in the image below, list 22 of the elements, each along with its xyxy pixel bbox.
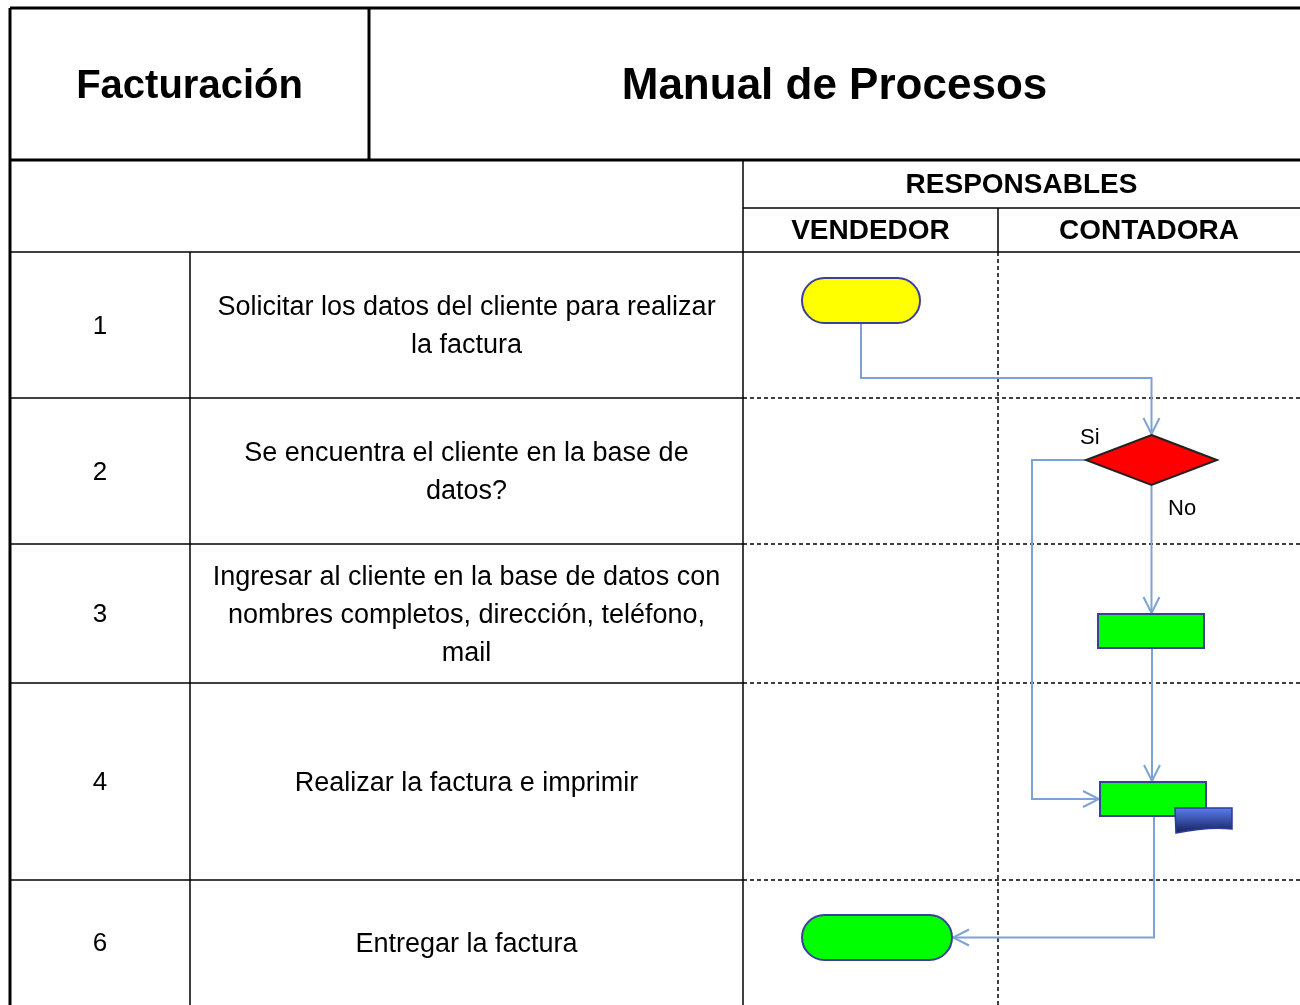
arrow: [1142, 485, 1161, 614]
arrow: [1143, 648, 1161, 782]
step-description: Ingresar al cliente en la base de datos con nombres completos, dirección, teléfono, mail: [211, 559, 722, 669]
step-number: 4: [92, 766, 108, 797]
column-header: CONTADORA: [1059, 214, 1239, 246]
section-title: Facturación: [76, 61, 303, 107]
step-description: Realizar la factura e imprimir: [294, 765, 639, 799]
arrow: [1031, 459, 1100, 808]
step-number: 2: [92, 455, 108, 487]
column-header: VENDEDOR: [791, 214, 950, 246]
arrow: [860, 323, 1161, 435]
step-description: Solicitar los datos del cliente para realizar la factura: [216, 290, 717, 361]
step-number: 6: [92, 927, 108, 958]
process-box: [1097, 613, 1205, 649]
step-number: 3: [92, 598, 108, 629]
page-title: Manual de Procesos: [621, 59, 1048, 109]
step-description: Se encuentra el cliente en la base de datos?: [243, 436, 690, 507]
process-box: [1099, 781, 1207, 817]
step-description: Entregar la factura: [355, 926, 578, 960]
step-number: 1: [92, 309, 108, 341]
arrow: [952, 816, 1155, 947]
column-header: RESPONSABLES: [905, 168, 1138, 200]
